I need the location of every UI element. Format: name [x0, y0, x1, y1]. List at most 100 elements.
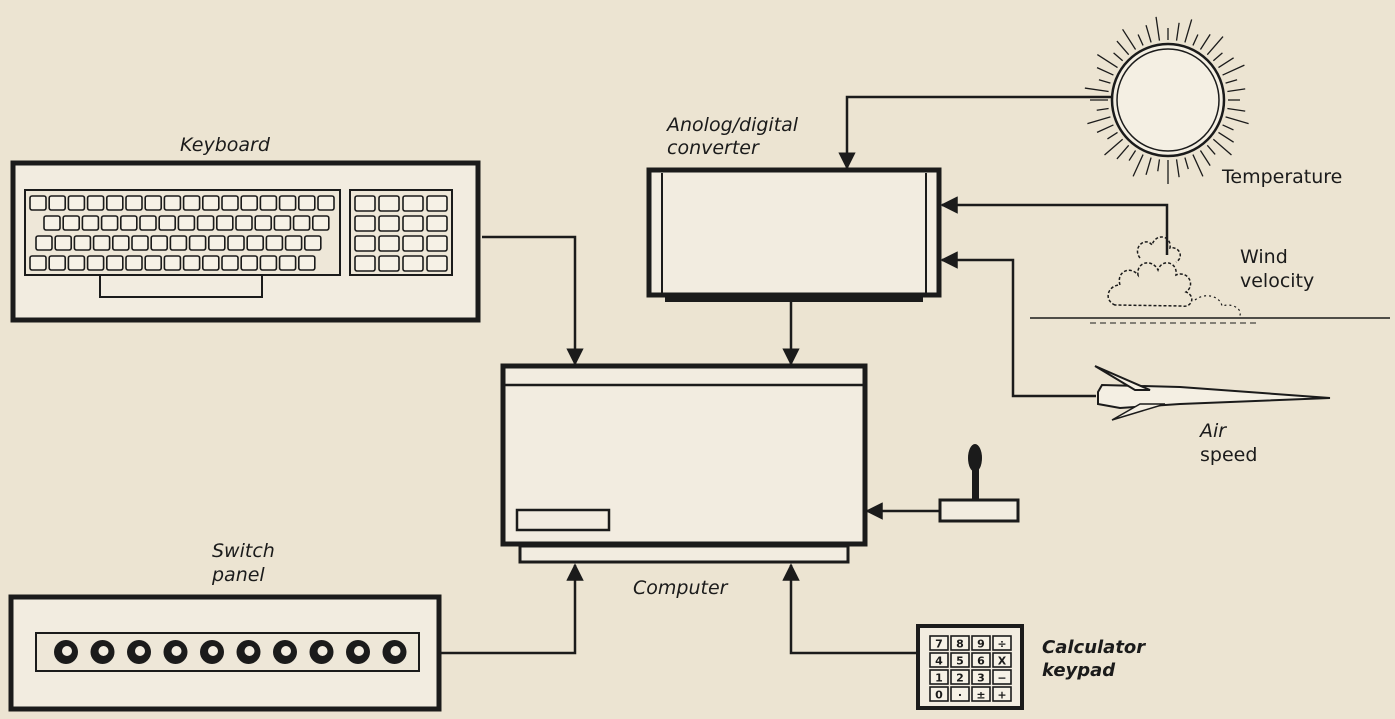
numpad-key — [354, 195, 376, 212]
adc-device — [646, 167, 942, 302]
keyboard-key — [202, 195, 220, 211]
arrow-keyboard-to-computer — [482, 235, 584, 366]
keyboard-key — [120, 215, 138, 231]
switch-knob-center — [317, 646, 328, 656]
keyboard-key — [297, 255, 316, 271]
keyboard-key — [125, 255, 143, 271]
keyboard-key — [92, 235, 111, 251]
keyboard-key — [106, 195, 124, 211]
keyboard-key — [265, 235, 284, 251]
keyboard-key — [43, 215, 61, 231]
keyboard-key — [182, 255, 201, 271]
switch-knob-center — [98, 646, 109, 656]
calculator-key-label: 4 — [935, 655, 943, 668]
calculator-key — [929, 669, 949, 685]
calculator-key-label: 3 — [977, 672, 985, 685]
keyboard-key — [259, 195, 278, 211]
numpad-key — [354, 215, 376, 232]
calculator-key-label: 7 — [935, 638, 943, 651]
wind-label-line2: velocity — [1240, 270, 1315, 292]
connections — [441, 95, 1169, 655]
numpad-key — [426, 255, 448, 272]
calculator-key — [992, 686, 1012, 702]
numpad-key — [402, 195, 424, 212]
calculator-key — [950, 652, 970, 668]
numpad-key — [402, 255, 424, 272]
keyboard-key — [278, 195, 297, 211]
calculator-key-label: 2 — [956, 672, 964, 685]
calculator-key — [992, 669, 1012, 685]
switch-knob-center — [171, 646, 182, 656]
keyboard-key — [311, 215, 330, 231]
keyboard-key — [284, 235, 303, 251]
keyboard-key — [202, 255, 220, 271]
keyboard-keys — [29, 195, 448, 272]
calculator-key-label: − — [997, 672, 1006, 685]
keyboard-key — [100, 215, 119, 231]
keyboard-key — [67, 255, 86, 271]
numpad-key — [354, 255, 376, 272]
arrow-sun-to-adc — [838, 95, 1112, 170]
keyboard-key — [54, 235, 73, 251]
keyboard-key — [163, 255, 182, 271]
calculator-key-label: + — [997, 689, 1006, 702]
numpad-key — [378, 235, 400, 252]
keyboard-key — [259, 255, 278, 271]
computer-device — [500, 363, 868, 564]
keyboard-key — [81, 215, 100, 231]
keyboard-key — [144, 195, 162, 211]
calculator-key-label: 8 — [956, 638, 964, 651]
keyboard-key — [297, 195, 316, 211]
numpad-key — [378, 195, 400, 212]
keyboard-key — [221, 195, 239, 211]
keyboard-key — [67, 195, 86, 211]
keyboard-key — [131, 235, 149, 251]
temperature-label: Temperature — [1222, 166, 1343, 188]
keyboard-key — [246, 235, 264, 251]
calculator-key — [950, 669, 970, 685]
switch-knob-center — [354, 646, 364, 656]
keyboard-key — [273, 215, 292, 231]
switch-knob-center — [390, 646, 401, 656]
adc-label-line1: Anolog/digital — [667, 114, 799, 136]
keyboard-key — [158, 215, 176, 231]
calculator-key — [971, 652, 991, 668]
keyboard-key — [86, 195, 105, 211]
keyboard-key — [182, 195, 201, 211]
switch-knob-center — [135, 646, 145, 656]
numpad-key — [402, 235, 424, 252]
keyboard-key — [169, 235, 188, 251]
keyboard-key — [163, 195, 182, 211]
keyboard-key — [254, 215, 272, 231]
arrow-wind-to-adc — [940, 196, 1169, 255]
air-speed-label-line1: Air — [1200, 420, 1227, 442]
calculator-key — [950, 635, 970, 651]
keyboard-key — [196, 215, 215, 231]
keyboard-key — [240, 255, 258, 271]
keyboard-key — [125, 195, 143, 211]
numpad-key — [426, 195, 448, 212]
switch-panel-label-line2: panel — [212, 564, 265, 586]
calculator-label-line2: keypad — [1042, 660, 1116, 681]
calculator-key — [971, 686, 991, 702]
sun-icon — [1084, 16, 1249, 184]
calculator-key-label: 5 — [956, 655, 964, 668]
keyboard-key — [188, 235, 207, 251]
numpad-key — [378, 255, 400, 272]
calculator-key — [950, 686, 970, 702]
keyboard-key — [303, 235, 322, 251]
keyboard-key — [227, 235, 245, 251]
switch-knob-center — [62, 646, 72, 656]
adc-label-line2: converter — [667, 137, 759, 159]
keyboard-key — [48, 255, 67, 271]
keyboard-device — [10, 160, 481, 323]
keyboard-label: Keyboard — [180, 134, 270, 156]
keyboard-key — [112, 235, 130, 251]
keyboard-key — [216, 215, 234, 231]
calculator-key — [929, 652, 949, 668]
numpad-key — [426, 215, 448, 232]
keyboard-key — [35, 235, 53, 251]
